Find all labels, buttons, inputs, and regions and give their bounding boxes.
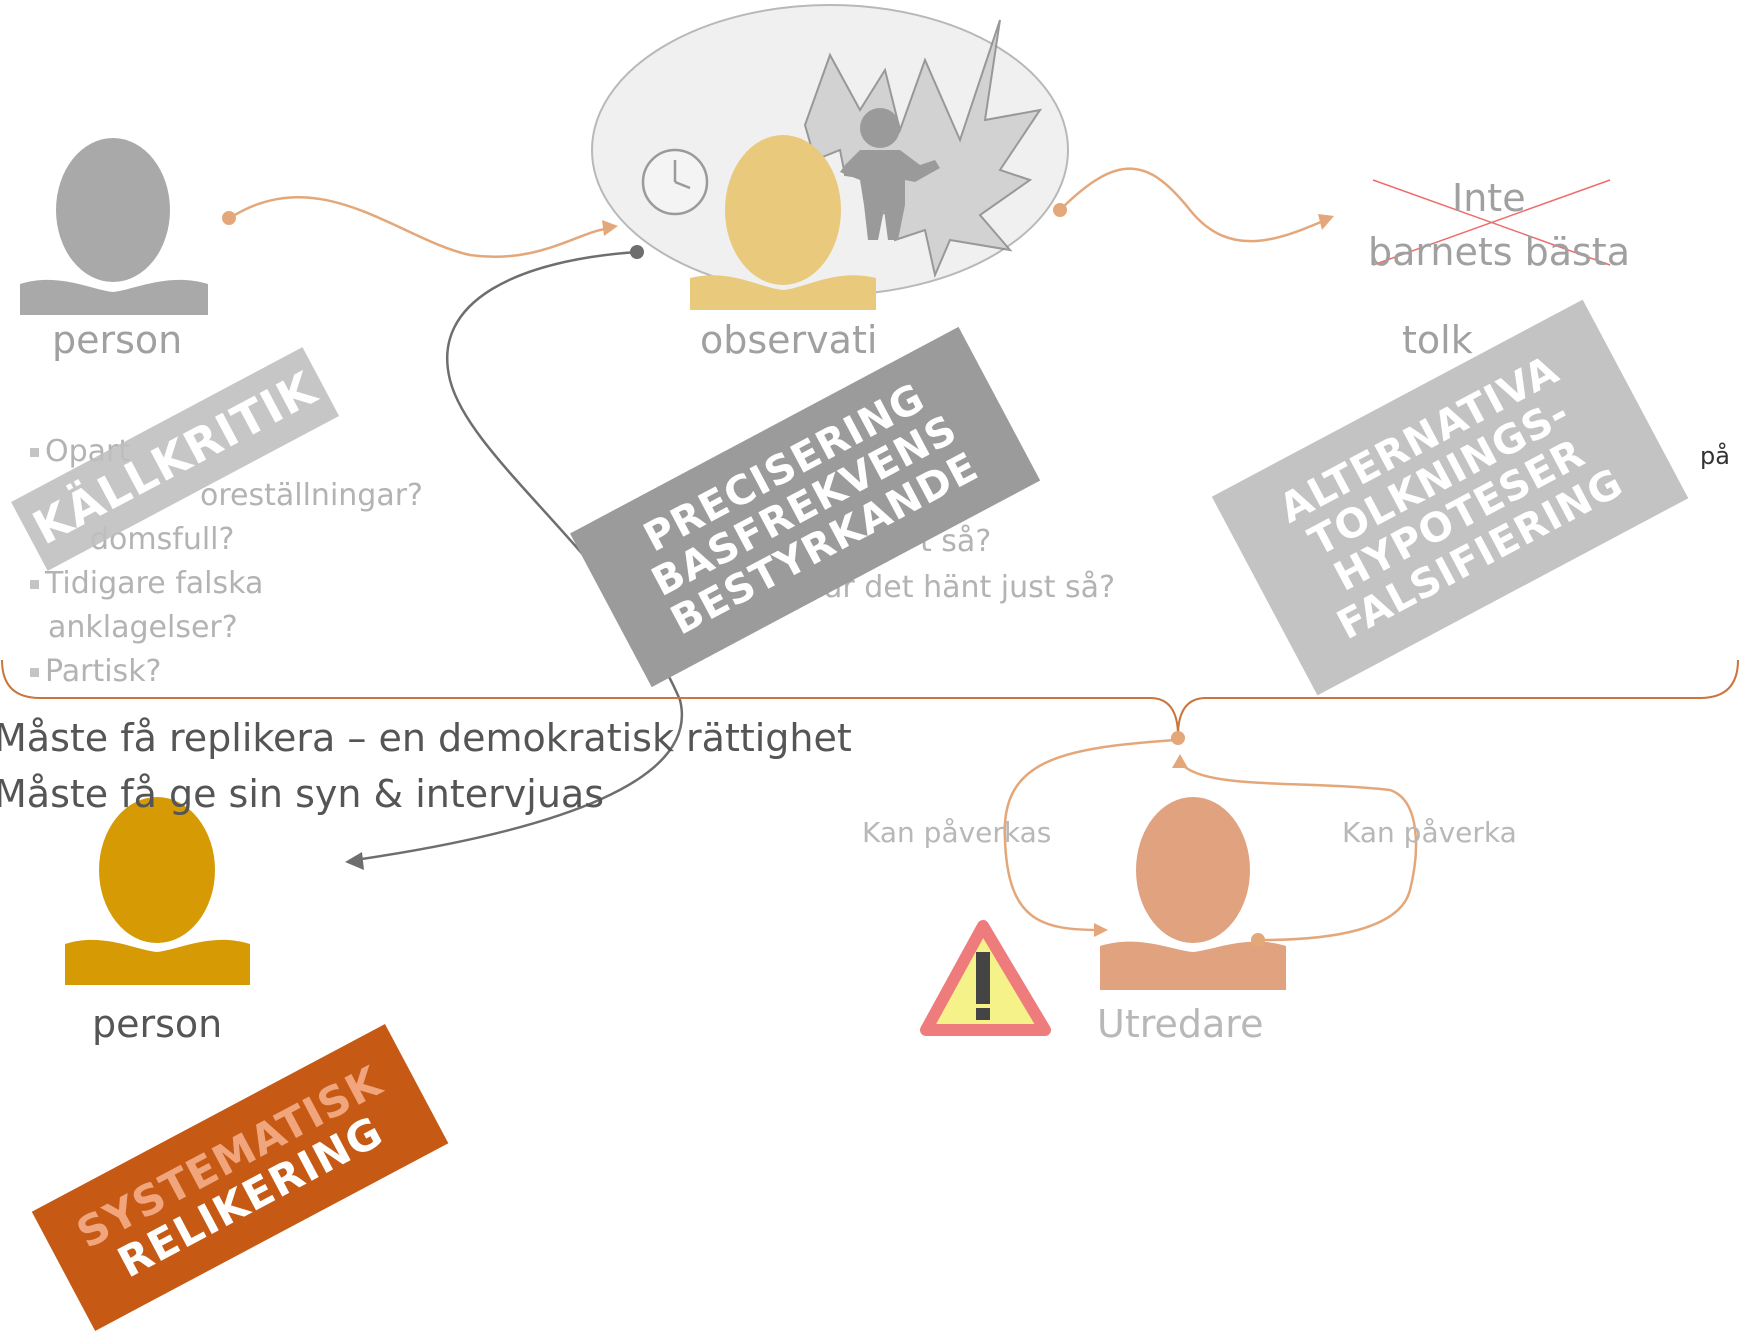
right-text-fragment: på: [1700, 442, 1730, 470]
list-item: oreställningar?: [200, 478, 423, 513]
investigator-label: Utredare: [1097, 1002, 1264, 1046]
source-person-icon: [20, 138, 208, 315]
strike-x: [1372, 179, 1611, 266]
list-item: Partisk?: [30, 650, 423, 694]
figure-icon: [840, 108, 940, 240]
influence-left-label: Kan påverkas: [862, 816, 1052, 849]
interpretation-label: tolk: [1402, 318, 1473, 362]
investigator-icon: [1100, 797, 1286, 990]
observed-person-icon: [690, 135, 876, 310]
bullet-icon: [30, 668, 39, 677]
flow-arrows: [229, 167, 1331, 258]
list-item: Tidigare falska: [30, 562, 423, 606]
statement-replicate: Måste få replikera – en demokratisk rätt…: [0, 716, 852, 760]
target-person-label: person: [92, 1002, 223, 1046]
target-person-icon: [65, 797, 250, 985]
list-item: anklagelser?: [48, 610, 238, 645]
clock-icon: [641, 148, 709, 216]
warning-icon: [920, 920, 1051, 1036]
interpretation-text-line1: Inte: [1452, 176, 1526, 220]
source-person-label: person: [52, 318, 183, 362]
bullet-icon: [30, 448, 39, 457]
replication-arrow: [354, 250, 684, 862]
influence-loop: [1003, 738, 1418, 942]
source-bullet-list: Opart oreställningar? domsfull? Tidigare…: [30, 430, 423, 694]
statement-interview: Måste få ge sin syn & intervjuas: [0, 772, 604, 816]
influence-right-label: Kan påverka: [1342, 816, 1517, 849]
bullet-icon: [30, 580, 39, 589]
interpretation-text-line2: barnets bästa: [1368, 230, 1630, 274]
observation-label: observati: [700, 318, 878, 362]
